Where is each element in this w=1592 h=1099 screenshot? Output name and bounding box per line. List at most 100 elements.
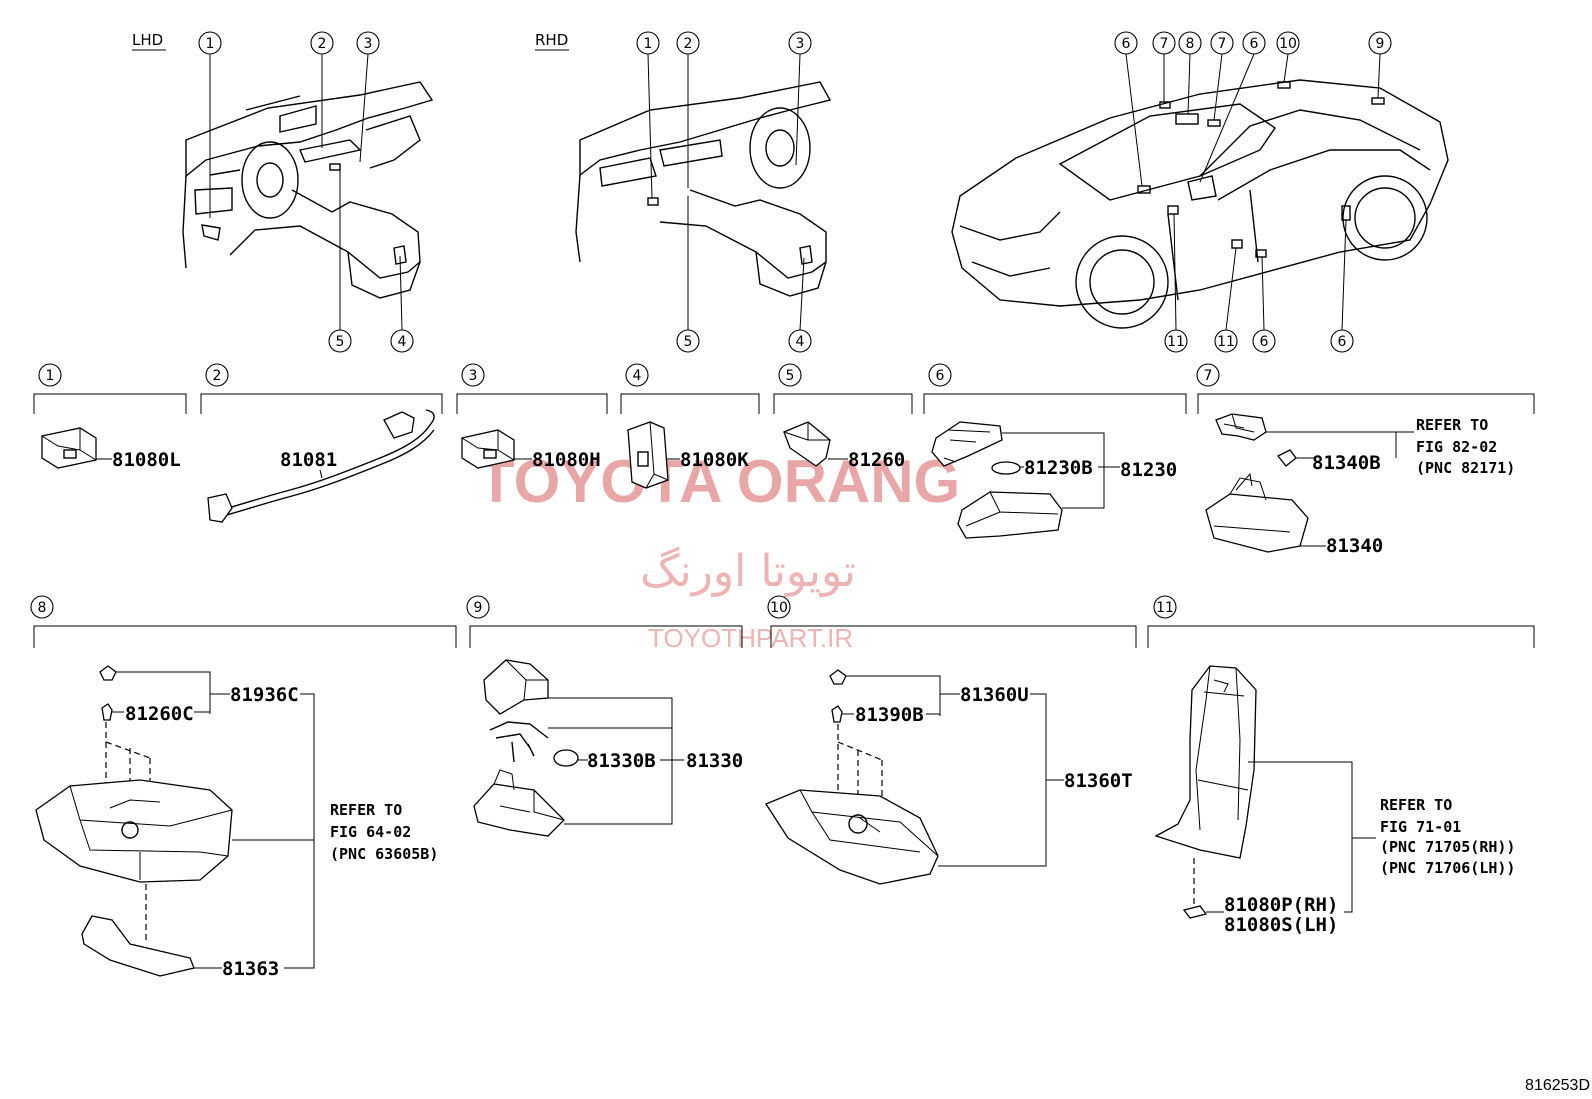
view-callouts: 1 2 3 5 4 1 2 3 5 4 6 7 8 7 6 10 9 11 11… (198, 31, 1392, 353)
callout-lhd-2: 2 (310, 31, 334, 55)
section-2: 2 81081 (200, 363, 443, 523)
part-81390B: 81390B (855, 704, 924, 726)
section-5: 5 81260 (773, 363, 913, 471)
ref-8-line1: REFER TO (330, 801, 402, 819)
callout-car-6a: 6 (1114, 31, 1138, 55)
part-81330: 81330 (686, 750, 743, 772)
callout-rhd-2: 2 (676, 31, 700, 55)
section-7: 7 81340B REFER TO FIG 82-02 (PNC 82171) … (1196, 363, 1535, 557)
callout-car-8: 8 (1178, 31, 1202, 55)
svg-text:2: 2 (684, 36, 693, 52)
ref-8-line3: (PNC 63605B) (330, 845, 438, 863)
svg-text:11: 11 (1217, 334, 1235, 350)
ref-8-line2: FIG 64-02 (330, 823, 411, 841)
part-81340B: 81340B (1312, 452, 1381, 474)
section-11: 11 81080P(RH) 81080S(LH) REFER TO FIG 71… (1147, 595, 1535, 936)
part-81230B: 81230B (1024, 457, 1093, 479)
callout-rhd-4: 4 (788, 329, 812, 353)
rhd-label: RHD (535, 31, 568, 49)
svg-text:8: 8 (38, 600, 47, 616)
svg-text:7: 7 (1160, 36, 1169, 52)
callout-car-6b: 6 (1242, 31, 1266, 55)
part-81260C: 81260C (125, 703, 194, 725)
callout-car-6d: 6 (1330, 329, 1354, 353)
section-10: 10 81390B 81360U 81360T (765, 595, 1137, 885)
ref-11-line1: REFER TO (1380, 796, 1452, 814)
svg-text:6: 6 (1260, 334, 1269, 350)
svg-text:2: 2 (213, 368, 222, 384)
lhd-label: LHD (132, 31, 163, 49)
svg-text:4: 4 (398, 334, 407, 350)
callout-car-6c: 6 (1252, 329, 1276, 353)
part-81360U: 81360U (960, 684, 1029, 706)
part-81260: 81260 (848, 449, 905, 471)
part-81081: 81081 (280, 449, 337, 471)
svg-text:3: 3 (469, 368, 478, 384)
watermark: TOYOTA ORANG تویوتا اورنگ TOYOTHPART.IR (478, 448, 960, 653)
callout-car-11b: 11 (1214, 329, 1238, 353)
svg-text:4: 4 (633, 368, 642, 384)
part-81080L: 81080L (112, 449, 181, 471)
svg-text:7: 7 (1218, 36, 1227, 52)
ref-7-line1: REFER TO (1416, 416, 1488, 434)
part-81340: 81340 (1326, 535, 1383, 557)
part-81936C: 81936C (230, 684, 299, 706)
ref-7-line2: FIG 82-02 (1416, 438, 1497, 456)
ref-7-line3: (PNC 82171) (1416, 459, 1515, 477)
callout-lhd-4: 4 (390, 329, 414, 353)
callout-car-9: 9 (1368, 31, 1392, 55)
callout-car-10: 10 (1276, 31, 1300, 55)
part-81080H: 81080H (532, 449, 601, 471)
watermark-site: TOYOTHPART.IR (648, 623, 853, 653)
svg-text:6: 6 (936, 368, 945, 384)
svg-text:3: 3 (364, 36, 373, 52)
section-3: 3 81080H (456, 363, 608, 471)
svg-text:6: 6 (1338, 334, 1347, 350)
ref-11-line4: (PNC 71706(LH)) (1380, 859, 1515, 877)
svg-text:2: 2 (318, 36, 327, 52)
svg-text:8: 8 (1186, 36, 1195, 52)
rhd-dashboard-view: RHD (535, 31, 832, 331)
svg-text:4: 4 (796, 334, 805, 350)
callout-lhd-1: 1 (198, 31, 222, 55)
svg-text:3: 3 (796, 36, 805, 52)
section-6: 6 81230B 81230 (923, 363, 1187, 539)
section-8: 8 81260C 81936C 81363 REFER TO FIG 64-02… (30, 595, 457, 980)
callout-lhd-5: 5 (328, 329, 352, 353)
svg-text:9: 9 (474, 600, 483, 616)
callout-lhd-3: 3 (356, 31, 380, 55)
section-9: 9 81330B 81330 (466, 595, 743, 837)
part-81330B: 81330B (587, 750, 656, 772)
part-81360T: 81360T (1064, 770, 1133, 792)
svg-text:9: 9 (1376, 36, 1385, 52)
svg-text:6: 6 (1122, 36, 1131, 52)
watermark-brand: TOYOTA ORANG (478, 448, 960, 515)
svg-text:10: 10 (1279, 36, 1297, 52)
svg-text:5: 5 (684, 334, 693, 350)
part-81080P: 81080P(RH) (1224, 894, 1338, 916)
part-81363: 81363 (222, 958, 279, 980)
svg-text:11: 11 (1156, 600, 1174, 616)
part-81230: 81230 (1120, 459, 1177, 481)
section-4: 4 81080K (620, 363, 760, 489)
callout-rhd-1: 1 (636, 31, 660, 55)
svg-text:1: 1 (644, 36, 653, 52)
svg-text:5: 5 (336, 334, 345, 350)
watermark-persian: تویوتا اورنگ (640, 546, 856, 597)
callout-rhd-3: 3 (788, 31, 812, 55)
svg-text:5: 5 (786, 368, 795, 384)
lhd-dashboard-view: LHD (132, 31, 434, 331)
ref-11-line2: FIG 71-01 (1380, 818, 1461, 836)
svg-text:10: 10 (770, 600, 788, 616)
part-81080S: 81080S(LH) (1224, 914, 1338, 936)
callout-car-7b: 7 (1210, 31, 1234, 55)
part-81080K: 81080K (680, 449, 749, 471)
diagram-code: 816253D (1525, 1077, 1590, 1094)
svg-text:1: 1 (46, 368, 55, 384)
svg-text:1: 1 (206, 36, 215, 52)
svg-text:7: 7 (1204, 368, 1213, 384)
section-1: 1 81080L (33, 363, 187, 471)
ref-11-line3: (PNC 71705(RH)) (1380, 838, 1515, 856)
callout-car-7a: 7 (1152, 31, 1176, 55)
svg-text:11: 11 (1167, 334, 1185, 350)
